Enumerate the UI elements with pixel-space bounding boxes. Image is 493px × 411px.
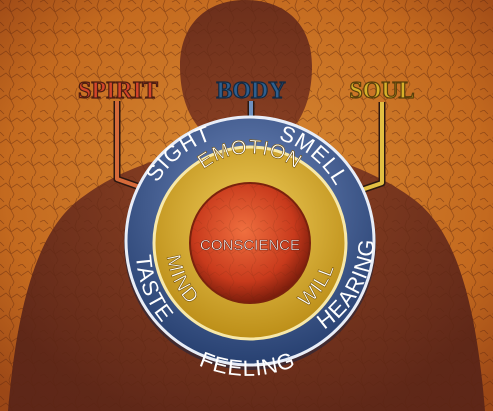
body-label: BODY <box>216 78 285 104</box>
spirit-label: SPIRIT <box>78 78 158 104</box>
soul-label: SOUL <box>349 78 414 104</box>
conscience-label: CONSCIENCE <box>200 237 300 254</box>
